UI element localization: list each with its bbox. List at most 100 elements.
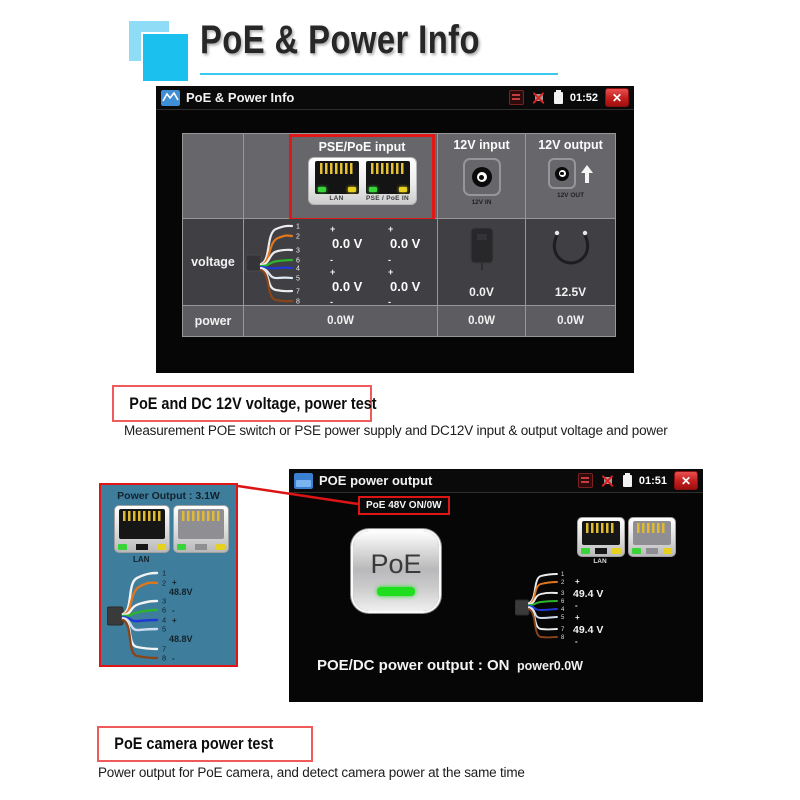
pin-number: 3: [296, 248, 300, 255]
lan-label: LAN: [133, 555, 150, 564]
column-header-12v-input: 12V input: [453, 138, 510, 152]
jack-notch: [595, 548, 607, 554]
table-cell-12v-output-header: 12V output 12V OUT: [526, 134, 615, 219]
12v-out-label: 12V OUT: [556, 192, 585, 199]
pin-number: 1: [561, 572, 565, 578]
no-network-icon: [600, 474, 615, 487]
pin-number: 4: [162, 616, 166, 625]
wire-fanout-diagram: 1 2 3 6 4 5 7 8 + - + - 49.4 V 49.4 V: [515, 572, 603, 646]
poe-button-label: PoE: [370, 548, 422, 579]
minus-sign: -: [388, 255, 391, 265]
table-cell-blank: [183, 134, 244, 219]
lan-label: LAN: [329, 195, 344, 202]
jack-notch: [195, 544, 207, 550]
lan-label: LAN: [593, 558, 607, 565]
pin-number: 6: [296, 258, 300, 265]
callout-leader-line: [237, 484, 359, 506]
clock: 01:51: [638, 474, 667, 487]
yellow-led-icon: [612, 548, 621, 554]
titlebar-1: PoE & Power Info 01:52 ✕: [156, 86, 634, 110]
table-cell-pse-header: PSE/PoE input LAN: [244, 134, 438, 221]
plus-sign: +: [172, 616, 177, 625]
jack-notch: [136, 544, 148, 550]
camera-power-value: power0.0W: [517, 659, 583, 673]
12v-output-power-value: 0.0W: [526, 306, 615, 336]
jack-notch: [646, 548, 658, 554]
table-cell-12v-input-header: 12V input 12V IN: [438, 134, 526, 219]
poe-voltage-value: 49.4 V: [573, 588, 603, 600]
rj45-lan-icon: [577, 517, 625, 557]
minus-sign: -: [172, 654, 175, 663]
table-cell-12v-output-voltage: 12.5V: [526, 219, 615, 306]
wire-fanout-diagram: 1 2 3 6 4 5 7 8 + - + - 48.8V 48.8V: [107, 569, 193, 663]
rj45-module: LAN PSE / PoE IN: [307, 157, 417, 205]
close-button[interactable]: ✕: [605, 88, 629, 107]
yellow-led-icon: [157, 544, 166, 550]
window-icon: [294, 472, 313, 489]
titlebar-title: POE power output: [319, 473, 433, 488]
panel-power-output-label: Power Output : 3.1W: [117, 490, 220, 502]
titlebar-title: PoE & Power Info: [186, 90, 295, 105]
close-button[interactable]: ✕: [674, 471, 698, 490]
recorder-icon: [577, 473, 593, 488]
jack-hole: [178, 509, 224, 539]
pin-number: 1: [162, 569, 166, 578]
green-led-icon: [118, 544, 127, 550]
rj45-lan-icon: [314, 161, 359, 194]
rj45-pins: [182, 511, 220, 521]
dc-out-icon-group: [548, 158, 593, 189]
caption-1-description: Measurement POE switch or PSE power supp…: [124, 423, 668, 438]
title-underline: [200, 73, 558, 75]
pin-number: 7: [296, 289, 300, 296]
pin-number: 4: [296, 266, 300, 273]
pin-number: 6: [162, 606, 166, 615]
12v-output-voltage-value: 12.5V: [554, 285, 587, 299]
green-led-icon: [632, 548, 641, 554]
pse-voltage-value: 0.0 V: [390, 236, 421, 251]
minus-sign: -: [172, 606, 175, 615]
pin-number: 2: [561, 580, 565, 586]
titlebar-2: POE power output 01:51 ✕: [289, 469, 703, 493]
minus-sign: -: [330, 297, 333, 306]
no-network-icon: [531, 91, 546, 104]
poe-voltage-value: 49.4 V: [573, 624, 603, 636]
poe-dc-output-status: POE/DC power output : ON: [317, 657, 510, 674]
plus-sign: +: [575, 577, 580, 586]
plus-sign: +: [388, 224, 393, 234]
column-header-pse: PSE/PoE input: [318, 140, 406, 154]
pin-number: 5: [162, 625, 166, 634]
poe-status-badge: PoE 48V ON/0W: [358, 496, 450, 515]
pin-number: 5: [561, 615, 565, 621]
title-accent-square-front: [141, 32, 190, 83]
pse-voltage-value: 0.0 V: [390, 279, 421, 294]
minus-sign: -: [388, 297, 391, 306]
12v-in-label: 12V IN: [471, 199, 492, 206]
green-led-icon: [581, 548, 590, 554]
pin-number: 3: [162, 597, 166, 606]
rj45-pins: [370, 163, 405, 174]
minus-sign: -: [330, 255, 333, 265]
pse-highlight-box: PSE/PoE input LAN: [289, 134, 435, 221]
clock: 01:52: [569, 91, 598, 104]
jack-hole: [633, 521, 671, 545]
pin-number: 6: [561, 599, 565, 605]
waveform-icon: [161, 89, 180, 106]
12v-input-power-value: 0.0W: [438, 306, 526, 336]
screenshot-poe-power-info: PoE & Power Info 01:52 ✕ PSE/PoE input: [156, 86, 634, 373]
pin-number: 8: [561, 635, 565, 641]
cable-loop-icon: [552, 230, 589, 265]
pin-number: 5: [296, 276, 300, 283]
jack-hole: [582, 521, 620, 545]
poe-voltage-value: 48.8V: [169, 634, 193, 644]
poe-in-label: PSE / PoE IN: [366, 195, 409, 202]
pin-number: 1: [296, 224, 300, 231]
poe-toggle-button[interactable]: PoE: [353, 531, 439, 611]
caption-2-description: Power output for PoE camera, and detect …: [98, 765, 525, 780]
battery-icon: [622, 472, 632, 487]
pin-number: 8: [162, 654, 166, 663]
12v-input-voltage-value: 0.0V: [469, 285, 494, 299]
rj45-unused-icon: [173, 505, 229, 553]
pin-number: 8: [296, 299, 300, 306]
caption-box-1: PoE and DC 12V voltage, power test: [112, 385, 377, 422]
